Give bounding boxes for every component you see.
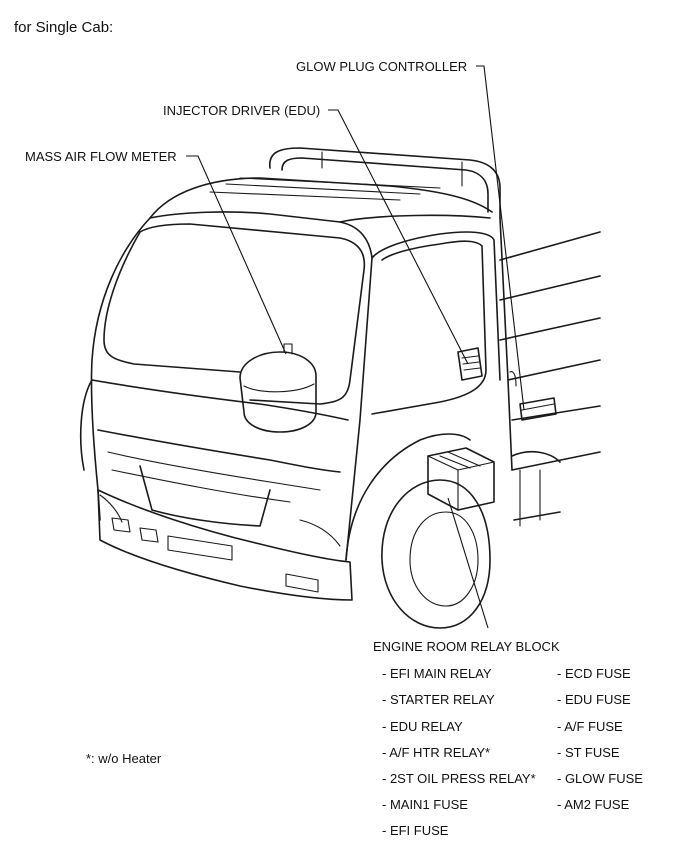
truck-body bbox=[79, 147, 601, 629]
fuse-item: - GLOW FUSE bbox=[557, 771, 643, 786]
leader-injector-driver bbox=[328, 109, 469, 365]
fuse-item: - ECD FUSE bbox=[557, 666, 631, 681]
fuse-item: - ST FUSE bbox=[557, 745, 620, 760]
engine-room-relay-block-component bbox=[427, 447, 495, 511]
fuse-item: - A/F FUSE bbox=[557, 719, 623, 734]
relay-item: - 2ST OIL PRESS RELAY* bbox=[382, 771, 536, 786]
relay-item: - A/F HTR RELAY* bbox=[382, 745, 491, 760]
injector-driver-component bbox=[457, 347, 483, 381]
relay-item: - MAIN1 FUSE bbox=[382, 797, 468, 812]
relay-item: - EFI FUSE bbox=[382, 823, 449, 838]
relay-item: - EDU RELAY bbox=[382, 719, 463, 734]
fuse-item: - AM2 FUSE bbox=[557, 797, 630, 812]
label-mass-air-flow-meter: MASS AIR FLOW METER bbox=[25, 149, 177, 164]
relay-item: - EFI MAIN RELAY bbox=[382, 666, 492, 681]
label-engine-room-relay-block: ENGINE ROOM RELAY BLOCK bbox=[373, 639, 560, 654]
leader-engine-room-relay-block bbox=[447, 497, 489, 629]
leader-glow-plug-controller bbox=[476, 65, 525, 411]
page-heading: for Single Cab: bbox=[14, 19, 114, 36]
mass-air-flow-meter-component bbox=[239, 343, 317, 433]
label-glow-plug-controller: GLOW PLUG CONTROLLER bbox=[296, 59, 468, 74]
footnote: *: w/o Heater bbox=[86, 751, 162, 766]
label-injector-driver: INJECTOR DRIVER (EDU) bbox=[163, 103, 321, 118]
leader-mass-air-flow-meter bbox=[186, 155, 287, 355]
fuse-item: - EDU FUSE bbox=[557, 692, 631, 707]
relay-item: - STARTER RELAY bbox=[382, 692, 495, 707]
glow-plug-controller-component bbox=[519, 397, 557, 421]
